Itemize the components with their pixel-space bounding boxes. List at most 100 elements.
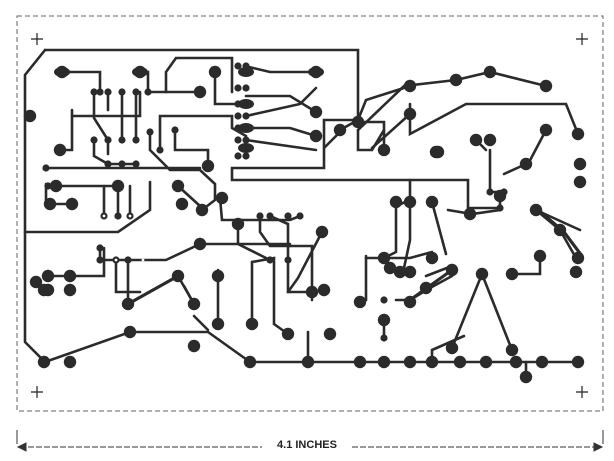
pad bbox=[201, 159, 215, 173]
oval-pad bbox=[238, 143, 254, 153]
pad bbox=[96, 244, 104, 252]
pad bbox=[449, 73, 463, 87]
dimension-label: 4.1 INCHES bbox=[262, 438, 352, 452]
pad bbox=[380, 334, 388, 342]
oval-pad bbox=[238, 99, 254, 109]
registration-marks bbox=[31, 33, 588, 398]
pad bbox=[500, 188, 508, 196]
pad bbox=[242, 84, 250, 92]
pad bbox=[146, 128, 154, 136]
pad bbox=[104, 88, 112, 96]
pad bbox=[571, 127, 585, 141]
pad bbox=[353, 355, 367, 369]
pad bbox=[193, 237, 207, 251]
pad bbox=[90, 88, 98, 96]
pad bbox=[132, 88, 140, 96]
pad bbox=[256, 212, 264, 220]
pad-hole bbox=[102, 214, 106, 218]
pad bbox=[144, 88, 152, 96]
pad bbox=[573, 157, 587, 171]
pad bbox=[242, 152, 250, 160]
pad bbox=[315, 225, 329, 239]
pad bbox=[44, 182, 52, 190]
pad bbox=[519, 370, 533, 384]
pad bbox=[284, 256, 292, 264]
pad bbox=[377, 355, 391, 369]
pad bbox=[118, 160, 126, 168]
pad bbox=[266, 256, 274, 264]
pad bbox=[43, 197, 57, 211]
pad bbox=[486, 188, 494, 196]
pad bbox=[111, 179, 125, 193]
pad bbox=[403, 195, 417, 209]
pad bbox=[377, 251, 391, 265]
pad bbox=[479, 355, 493, 369]
pad bbox=[425, 355, 439, 369]
pad bbox=[284, 212, 292, 220]
pad bbox=[121, 297, 135, 311]
pad bbox=[403, 79, 417, 93]
pad bbox=[445, 263, 459, 277]
pad bbox=[317, 283, 331, 297]
pad bbox=[377, 143, 391, 157]
pad bbox=[483, 65, 497, 79]
pad-hole bbox=[114, 258, 118, 262]
pad bbox=[53, 143, 67, 157]
pad bbox=[118, 136, 126, 144]
pad bbox=[49, 179, 63, 193]
pad bbox=[333, 123, 347, 137]
pad bbox=[65, 197, 79, 211]
pad bbox=[114, 212, 122, 220]
pad bbox=[211, 317, 225, 331]
pad bbox=[380, 296, 388, 304]
pad bbox=[377, 313, 391, 327]
pad bbox=[393, 265, 407, 279]
pad bbox=[215, 191, 229, 205]
pad bbox=[96, 88, 104, 96]
pad bbox=[63, 355, 77, 369]
pad bbox=[175, 197, 189, 211]
oval-pad bbox=[308, 67, 324, 77]
pad bbox=[403, 107, 417, 121]
pad bbox=[171, 126, 179, 134]
pad bbox=[425, 195, 439, 209]
oval-pad bbox=[238, 123, 254, 133]
pad bbox=[571, 355, 585, 369]
pad bbox=[104, 160, 112, 168]
pad bbox=[242, 112, 250, 120]
pad bbox=[245, 317, 259, 331]
pad bbox=[419, 281, 433, 295]
pad bbox=[403, 355, 417, 369]
pad bbox=[505, 343, 519, 357]
pad bbox=[234, 62, 242, 70]
pad bbox=[425, 251, 439, 265]
pad-hole bbox=[128, 214, 132, 218]
pad bbox=[301, 355, 315, 369]
pad bbox=[469, 133, 483, 147]
pad bbox=[23, 109, 37, 123]
pad bbox=[42, 164, 50, 172]
pad bbox=[351, 115, 365, 129]
pad bbox=[353, 295, 367, 309]
pad bbox=[496, 204, 504, 212]
pad bbox=[483, 133, 497, 147]
oval-pad bbox=[238, 67, 254, 77]
pad bbox=[243, 355, 257, 369]
pad bbox=[211, 269, 225, 283]
pad bbox=[193, 85, 207, 99]
pad bbox=[569, 265, 583, 279]
pad bbox=[242, 136, 250, 144]
pad bbox=[104, 136, 112, 144]
pad bbox=[124, 256, 132, 264]
pad bbox=[509, 355, 523, 369]
pad bbox=[96, 256, 104, 264]
pad bbox=[132, 136, 140, 144]
pad bbox=[403, 265, 417, 279]
pad bbox=[529, 203, 543, 217]
pad bbox=[323, 327, 337, 341]
oval-pad bbox=[132, 67, 148, 77]
oval-pad bbox=[54, 67, 70, 77]
pad bbox=[63, 283, 77, 297]
